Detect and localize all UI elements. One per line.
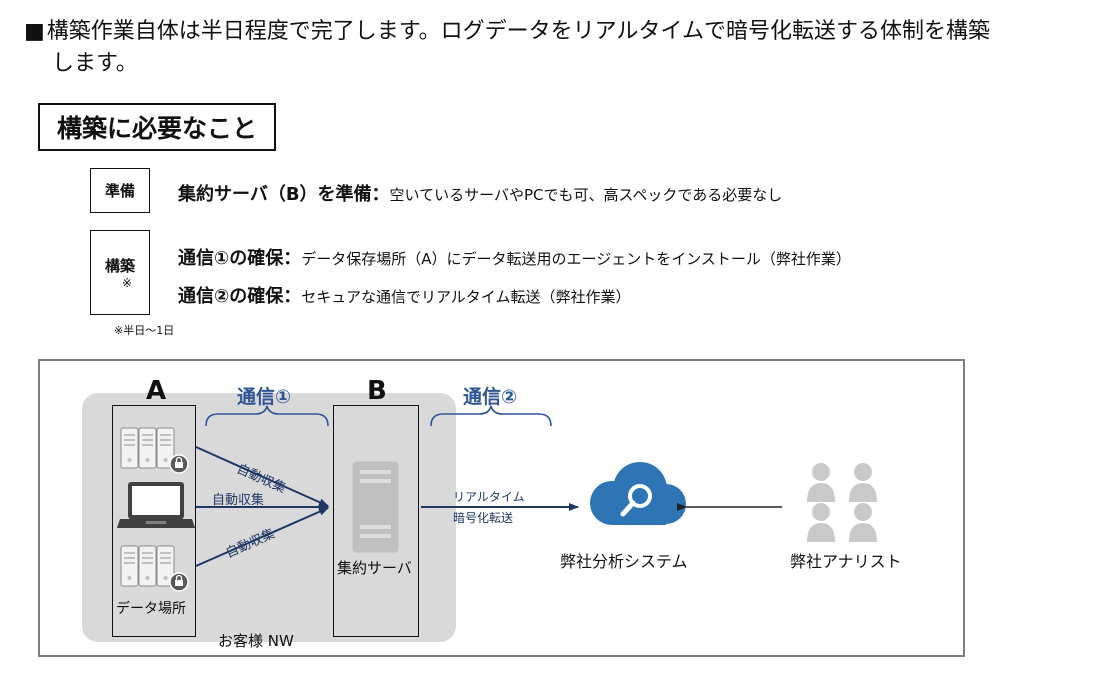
server-tower-icon [352, 461, 399, 553]
intro-text: ■構築作業自体は半日程度で完了します。ログデータをリアルタイムで暗号化転送する体… [24, 16, 1104, 80]
server-cluster-icon [121, 546, 188, 591]
requirement-prepare-text: 空いているサーバやPCでも可、高スペックである必要なし [389, 186, 783, 204]
laptop-icon [117, 482, 195, 528]
tag-prepare-label: 準備 [104, 182, 135, 200]
auto-collect-label-middle: 自動収集 [212, 493, 265, 508]
customer-nw-label: お客様 NW [218, 632, 294, 650]
data-location-label: データ場所 [116, 601, 186, 617]
bullet-mark: ■ [24, 19, 45, 44]
comm1-brace [205, 405, 329, 427]
people-group-icon [807, 463, 877, 542]
tag-build: 構築 ※ [90, 230, 150, 315]
transfer-label-line2: 暗号化転送 [453, 511, 514, 525]
auto-collect-arrow-top [195, 446, 329, 507]
section-title: 構築に必要なこと [38, 103, 276, 151]
requirement-comm2-title: 通信②の確保： [178, 286, 302, 307]
comm1-label: 通信① [237, 386, 292, 408]
requirement-comm2: 通信②の確保：セキュアな通信でリアルタイム転送（弊社作業） [178, 282, 631, 308]
comm2-brace [430, 405, 552, 427]
requirement-comm2-text: セキュアな通信でリアルタイム転送（弊社作業） [301, 288, 631, 306]
label-a: A [146, 376, 167, 406]
requirement-comm1: 通信①の確保：データ保存場所（A）にデータ転送用のエージェントをインストール（弊… [178, 244, 851, 270]
label-b: B [367, 376, 387, 406]
footnote: ※半日〜1日 [114, 324, 175, 337]
intro-line2: します。 [52, 51, 138, 76]
tag-prepare: 準備 [90, 168, 150, 213]
aggregation-server-label: 集約サーバ [337, 559, 412, 577]
auto-collect-arrow-bottom [195, 507, 329, 567]
analyst-label: 弊社アナリスト [790, 552, 902, 571]
analysis-system-label: 弊社分析システム [560, 552, 688, 571]
server-cluster-icon [121, 428, 188, 473]
requirement-comm1-text: データ保存場所（A）にデータ転送用のエージェントをインストール（弊社作業） [301, 250, 851, 268]
requirement-prepare-title: 集約サーバ（B）を準備： [178, 184, 390, 205]
cloud-search-icon [590, 462, 686, 525]
comm2-label: 通信② [463, 386, 518, 408]
requirement-prepare: 集約サーバ（B）を準備：空いているサーバやPCでも可、高スペックである必要なし [178, 180, 782, 206]
transfer-label-line1: リアルタイム [453, 490, 525, 504]
diagram-frame [38, 359, 965, 657]
requirement-comm1-title: 通信①の確保： [178, 248, 302, 269]
intro-line1: 構築作業自体は半日程度で完了します。ログデータをリアルタイムで暗号化転送する体制… [46, 19, 990, 44]
tag-build-note: ※ [121, 276, 133, 290]
tag-build-label: 構築 [104, 257, 135, 275]
